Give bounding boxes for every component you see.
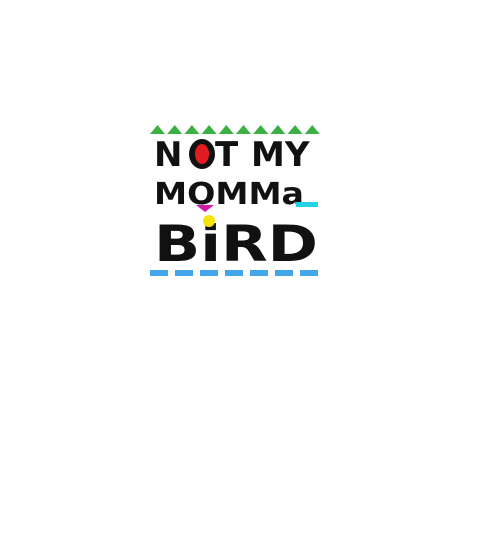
logo-line-3-text: BiRD xyxy=(154,215,318,273)
blue-dash xyxy=(225,270,243,276)
red-oval-accent xyxy=(195,144,209,164)
green-triangle xyxy=(287,125,303,134)
green-triangle xyxy=(270,125,286,134)
not-my-momma-bird-logo: N T MY MOMMa BiRD xyxy=(148,120,324,280)
green-triangle xyxy=(304,125,320,134)
logo-line-3: BiRD xyxy=(154,215,318,273)
logo-letter-t: T xyxy=(215,135,239,175)
magenta-chevron-accent xyxy=(196,205,214,212)
yellow-dot-accent xyxy=(203,215,215,227)
green-triangle-row xyxy=(150,125,320,134)
blue-dash xyxy=(150,270,168,276)
blue-dash-row xyxy=(150,270,318,276)
green-triangle xyxy=(236,125,251,134)
blue-dash xyxy=(200,270,218,276)
blue-dash xyxy=(300,270,318,276)
blue-dash xyxy=(275,270,293,276)
green-triangle xyxy=(201,125,217,134)
cyan-bar-accent xyxy=(296,202,318,207)
logo-line-2-text: MOMMa xyxy=(154,177,304,212)
green-triangle xyxy=(150,125,165,134)
green-triangle xyxy=(218,125,234,134)
green-triangle xyxy=(253,125,269,134)
green-triangle xyxy=(167,125,183,134)
logo-word-my: MY xyxy=(251,135,310,175)
green-triangle xyxy=(184,125,200,134)
blue-dash xyxy=(175,270,193,276)
logo-letter-n: N xyxy=(154,135,182,175)
logo-line-2: MOMMa xyxy=(154,177,318,212)
logo-graphic: N T MY MOMMa BiRD xyxy=(150,125,320,276)
logo-line-1: N T MY xyxy=(154,135,310,175)
blue-dash xyxy=(250,270,268,276)
